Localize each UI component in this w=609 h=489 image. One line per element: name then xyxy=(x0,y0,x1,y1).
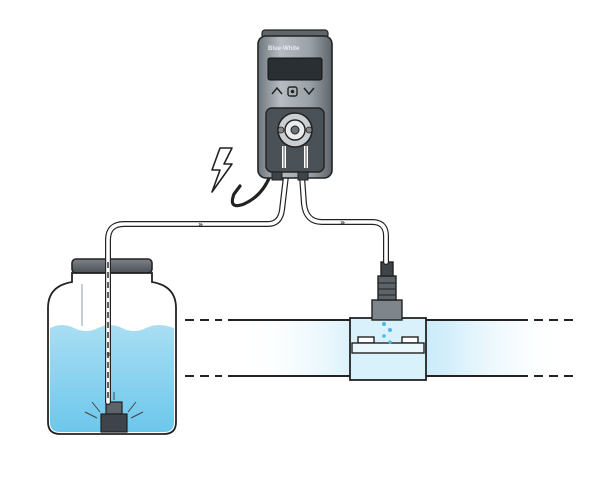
flow-marker: » xyxy=(340,218,345,227)
down-icon[interactable] xyxy=(303,87,315,96)
pump-inlet-fitting xyxy=(271,171,283,181)
flow-marker: » xyxy=(198,220,203,229)
saddle-bolt-left xyxy=(357,336,375,344)
up-icon[interactable] xyxy=(271,86,283,95)
saddle-band xyxy=(351,342,425,354)
peristaltic-pump: Blue-White xyxy=(257,29,333,181)
fitting-nut xyxy=(371,299,403,321)
lightning-icon xyxy=(211,147,233,193)
pump-outlet-fitting xyxy=(297,171,309,181)
chemical-tank xyxy=(47,258,177,435)
power-cord xyxy=(230,174,272,208)
pump-brand-label: Blue-White xyxy=(268,46,300,52)
fitting-body xyxy=(377,275,397,301)
pump-display xyxy=(267,57,323,81)
injection-drop xyxy=(388,340,392,344)
injection-fitting-icon xyxy=(349,261,427,381)
injection-drop xyxy=(382,334,386,338)
tank-liquid xyxy=(50,325,174,432)
tank-cap xyxy=(71,258,153,274)
injection-drop xyxy=(382,322,386,326)
discharge-tube xyxy=(300,174,388,264)
flow-marker: » xyxy=(104,352,113,357)
foot-valve-icon xyxy=(84,392,144,433)
saddle-bolt-right xyxy=(401,336,419,344)
peristaltic-pump-head-icon xyxy=(265,107,325,173)
suction-tube xyxy=(106,174,288,404)
injection-drop xyxy=(388,328,392,332)
select-icon[interactable] xyxy=(287,86,298,97)
